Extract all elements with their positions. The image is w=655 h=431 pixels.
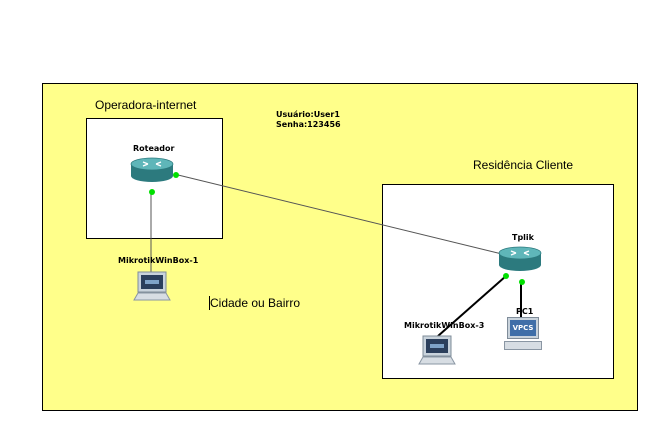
note-password: Senha:123456 bbox=[276, 120, 341, 129]
link-status-dot bbox=[519, 279, 525, 285]
router-icon[interactable] bbox=[498, 244, 542, 272]
laptop-icon[interactable] bbox=[418, 335, 456, 367]
pc1-base bbox=[504, 341, 542, 350]
vpcs-computer-icon[interactable]: VPCS bbox=[503, 317, 543, 353]
link-roteador-tplik[interactable] bbox=[173, 173, 507, 256]
label-winbox1: MikrotikWinBox-1 bbox=[118, 256, 199, 265]
pc1-screen-text: VPCS bbox=[510, 320, 536, 336]
label-cidade-ou-bairro[interactable]: Cidade ou Bairro bbox=[210, 296, 301, 310]
credentials-note[interactable]: Usuário:User1 Senha:123456 bbox=[276, 110, 341, 130]
pc1-monitor: VPCS bbox=[507, 317, 539, 339]
router-icon[interactable] bbox=[130, 155, 174, 183]
label-winbox3: MikrotikWinBox-3 bbox=[404, 321, 485, 330]
label-roteador: Roteador bbox=[133, 144, 175, 153]
zone-residencia-cliente[interactable] bbox=[382, 184, 614, 379]
link-tplik-winbox3[interactable] bbox=[437, 275, 507, 337]
note-user: Usuário:User1 bbox=[276, 110, 340, 119]
link-status-dot bbox=[173, 172, 179, 178]
laptop-icon[interactable] bbox=[133, 271, 171, 303]
link-status-dot bbox=[149, 189, 155, 195]
label-residencia-cliente[interactable]: Residência Cliente bbox=[473, 158, 574, 172]
text-cursor bbox=[209, 296, 210, 310]
label-pc1: PC1 bbox=[516, 307, 534, 316]
label-tplik: Tplik bbox=[512, 233, 534, 242]
link-status-dot bbox=[503, 273, 509, 279]
label-operadora-internet[interactable]: Operadora-internet bbox=[95, 98, 197, 112]
